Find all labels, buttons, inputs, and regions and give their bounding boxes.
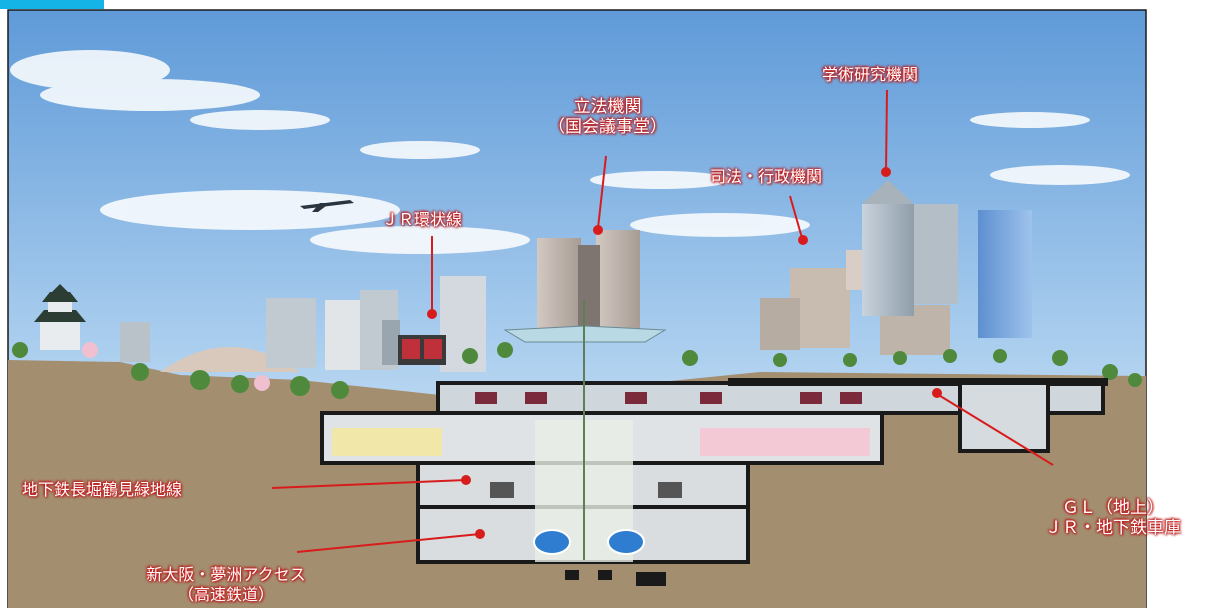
- underground-structure: [320, 300, 1108, 586]
- label-shinosaka-line1: 新大阪・夢洲アクセス: [146, 565, 306, 584]
- airplane: [300, 200, 354, 212]
- jr-loop-train: [398, 335, 446, 365]
- label-shinosaka-line2: （高速鉄道）: [177, 585, 274, 604]
- leader-lines: [271, 89, 1054, 553]
- label-subway-nagahori: 地下鉄長堀鶴見緑地線: [22, 480, 183, 499]
- label-shinosaka: 新大阪・夢洲アクセス （高速鉄道）: [108, 565, 344, 605]
- label-legislative: 立法機関 （国会議事堂）: [541, 97, 674, 137]
- dome: [160, 347, 300, 372]
- clouds: [10, 50, 1130, 254]
- label-gl: ＧＬ（地上） ＪＲ・地下鉄車庫: [1028, 498, 1198, 538]
- label-judicial: 司法・行政機関: [710, 167, 823, 186]
- corner-tab: [0, 0, 104, 9]
- label-jr-loop: ＪＲ環状線: [382, 210, 463, 229]
- trees: [12, 342, 1142, 399]
- cherry-trees: [82, 342, 270, 391]
- glass-tower: [978, 210, 1032, 338]
- label-legislative-line2: （国会議事堂）: [548, 117, 667, 137]
- label-gl-line2: ＪＲ・地下鉄車庫: [1045, 518, 1181, 538]
- label-legislative-line1: 立法機関: [573, 97, 642, 117]
- location-markers: [427, 167, 942, 539]
- label-academic: 学術研究機関: [822, 65, 919, 84]
- building: [120, 322, 150, 362]
- osaka-castle: [34, 284, 86, 350]
- label-gl-line1: ＧＬ（地上）: [1062, 498, 1164, 518]
- academic-tower: [862, 180, 958, 316]
